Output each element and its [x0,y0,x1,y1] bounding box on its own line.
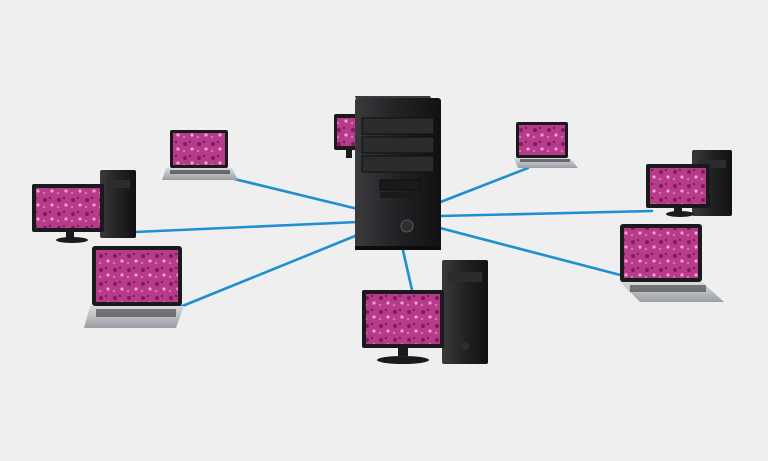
desktop-left [32,170,136,243]
laptop-top-left [162,130,238,180]
central-server [355,96,441,250]
server-tower-icon [355,98,441,248]
laptop-bottom-right [620,224,724,302]
link-desktop-right [438,209,654,218]
link-desktop-bottom-center [400,244,414,292]
link-laptop-top-left [216,173,364,212]
link-laptop-top-right [436,166,530,205]
link-desktop-left [133,220,360,234]
power-button-icon [400,219,414,233]
connection-links [133,166,654,309]
desktop-right [646,150,732,217]
desktop-bottom-center [362,260,488,364]
laptop-top-right [514,122,578,168]
link-laptop-bottom-left [178,232,362,309]
laptop-bottom-left [84,246,184,328]
link-laptop-bottom-right [438,226,630,279]
